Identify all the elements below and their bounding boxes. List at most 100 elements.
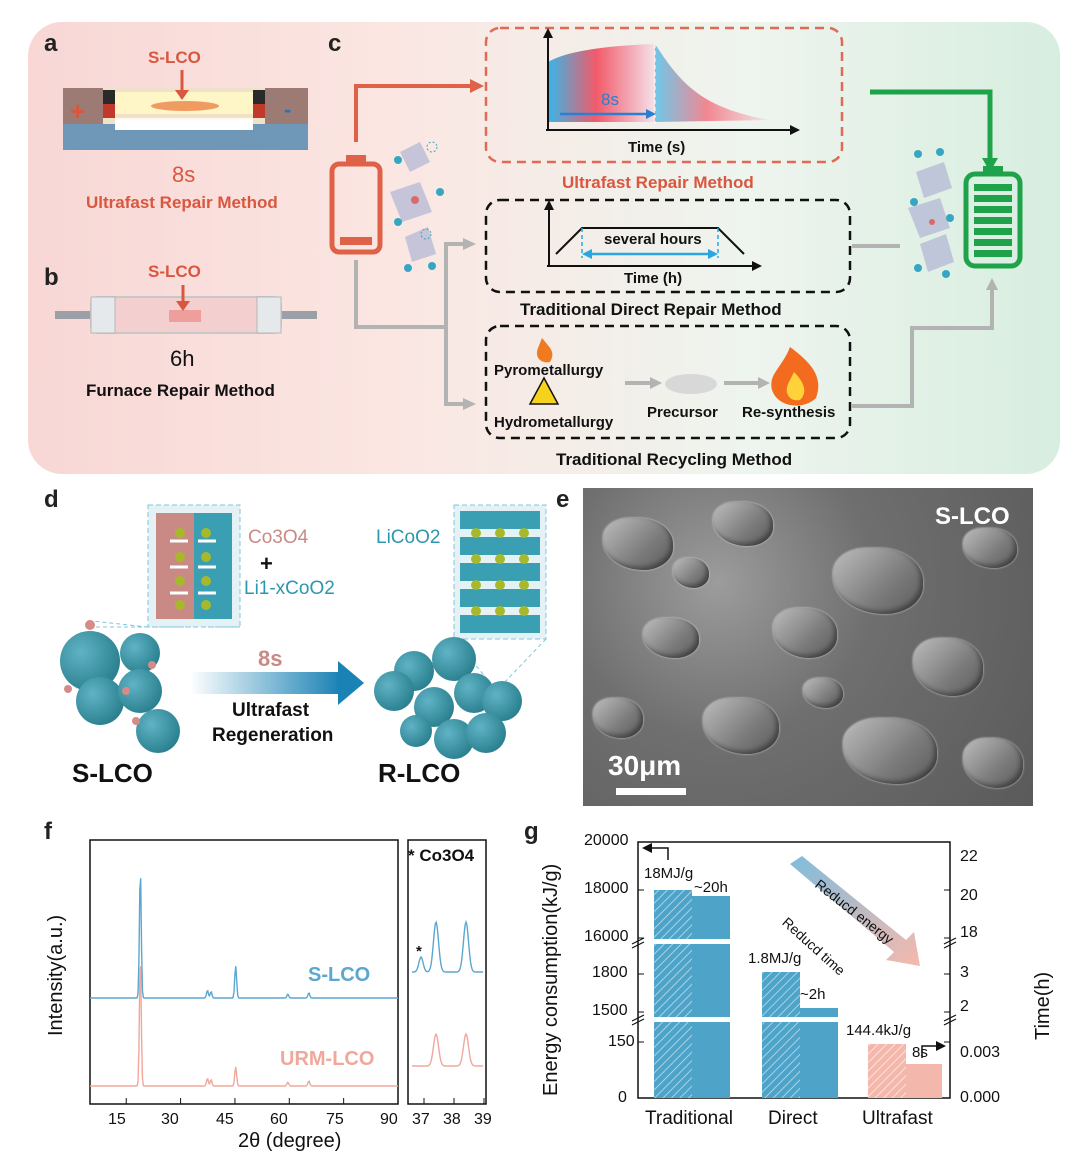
left-tick-1500: 1500 [592, 1002, 628, 1019]
legend-s-lco: S-LCO [308, 964, 371, 986]
ultrafast-title: Ultrafast Repair Method [562, 173, 754, 192]
hazard-icon [528, 376, 560, 405]
xrd-tick-60: 60 [270, 1111, 288, 1128]
energy-label-traditional: 18MJ/g [644, 865, 694, 882]
inset-legend-co3o4: * Co3O4 [408, 846, 475, 865]
recycling-title: Traditional Recycling Method [556, 450, 793, 469]
xrd-xlabel: 2θ (degree) [238, 1130, 342, 1152]
furnace-time: 6h [170, 346, 195, 371]
flame-icon [536, 338, 553, 363]
ultrafast-device-diagram [63, 70, 308, 150]
panel-label-f: f [44, 818, 52, 845]
right-tick-20: 20 [960, 887, 978, 904]
furnace-method-label: Furnace Repair Method [86, 381, 275, 400]
energy-ylabel: Energy consumption(kJ/g) [540, 863, 562, 1096]
panel-label-b: b [44, 264, 59, 291]
left-tick-20000: 20000 [584, 832, 629, 849]
xrd-tick-45: 45 [216, 1111, 234, 1128]
right-tick-0000: 0.000 [960, 1089, 1001, 1106]
several-hours-label: several hours [604, 231, 702, 248]
xrd-tick-90: 90 [380, 1111, 398, 1128]
right-tick-2: 2 [960, 998, 969, 1015]
right-tick-18: 18 [960, 924, 978, 941]
energy-time-chart [631, 841, 957, 1099]
category-traditional: Traditional [645, 1108, 734, 1129]
category-direct: Direct [768, 1108, 818, 1129]
time-ylabel: Time(h) [1032, 971, 1054, 1040]
bar-energy-ultrafast [868, 1044, 906, 1098]
li-coo2-label: Li1-xCoO2 [244, 578, 335, 599]
regeneration-label-1: Ultrafast [232, 700, 310, 721]
xrd-main-frame [89, 839, 399, 1105]
legend-urm-lco: URM-LCO [280, 1048, 375, 1070]
xrd-tick-marks [125, 1098, 485, 1104]
energy-tick-marks [638, 841, 950, 1099]
sample-label-a: S-LCO [148, 48, 201, 67]
panel-label-c: c [328, 30, 342, 57]
left-tick-0: 0 [618, 1089, 627, 1106]
sample-label-b: S-LCO [148, 262, 201, 281]
hydrometallurgy-label: Hydrometallurgy [494, 414, 614, 431]
panel-label-d: d [44, 486, 59, 513]
xrd-inset-frame [407, 839, 487, 1105]
right-tick-3: 3 [960, 964, 969, 981]
regeneration-schematic [60, 504, 547, 759]
inset-line-urm-lco [412, 1032, 484, 1067]
right-tick-0003: 0.003 [960, 1044, 1001, 1061]
series-line-urm-lco [90, 966, 398, 1087]
left-tick-150: 150 [608, 1033, 635, 1050]
energy-label-direct: 1.8MJ/g [748, 950, 802, 967]
panel-label-e: e [556, 486, 570, 513]
panel-label-g: g [524, 818, 539, 845]
time-label-direct: ~2h [800, 986, 826, 1003]
phase-plus: + [260, 551, 273, 576]
pyrometallurgy-label: Pyrometallurgy [494, 362, 604, 379]
bar-time-ultrafast [906, 1064, 942, 1098]
scale-bar-label: 30μm [608, 750, 682, 781]
xrd-tick-75: 75 [326, 1111, 344, 1128]
energy-label-ultrafast: 144.4kJ/g [846, 1022, 912, 1039]
powder-icon [665, 374, 717, 394]
series-line-s-lco [90, 878, 398, 999]
time-label-ultrafast: 8s [912, 1044, 928, 1061]
licoo2-label: LiCoO2 [376, 527, 441, 548]
panel-label-a: a [44, 30, 58, 57]
s-lco-label: S-LCO [72, 758, 153, 788]
repair-methods-flowchart [329, 26, 1023, 440]
xrd-tick-15: 15 [108, 1111, 126, 1128]
sem-sample-label: S-LCO [935, 503, 1010, 530]
minus-sign: - [284, 97, 292, 122]
regeneration-label-2: Regeneration [212, 725, 334, 746]
bar-time-direct [800, 1008, 838, 1098]
bar-time-traditional [692, 896, 730, 1098]
ultrafast-method-label: Ultrafast Repair Method [86, 193, 278, 212]
xrd-tick-30: 30 [161, 1111, 179, 1128]
xrd-chart [89, 839, 487, 1105]
crystal-structure-left [390, 141, 444, 272]
co3o4-peak-star: * [416, 943, 422, 960]
r-lco-label: R-LCO [378, 758, 461, 788]
right-tick-22: 22 [960, 848, 978, 865]
precursor-label: Precursor [647, 404, 718, 421]
direct-xlabel: Time (h) [624, 270, 683, 287]
direct-title: Traditional Direct Repair Method [520, 300, 782, 319]
crystal-structure-right [908, 148, 954, 278]
inset-line-s-lco [412, 919, 484, 973]
regeneration-time: 8s [258, 646, 283, 671]
scale-bar [616, 788, 686, 795]
inset-tick-37: 37 [412, 1111, 430, 1128]
time-label-traditional: ~20h [694, 879, 728, 896]
bar-energy-direct [762, 972, 800, 1098]
heat-time-label: 8s [601, 90, 619, 109]
ultrafast-time: 8s [172, 162, 196, 187]
xrd-ylabel: Intensity(a.u.) [45, 914, 67, 1036]
left-tick-16000: 16000 [584, 928, 629, 945]
category-ultrafast: Ultrafast [862, 1108, 933, 1129]
furnace-tube-diagram [55, 285, 317, 334]
plus-sign: + [70, 96, 86, 126]
bar-energy-traditional [654, 890, 692, 1098]
co3o4-label: Co3O4 [248, 527, 309, 548]
sem-micrograph [583, 488, 1033, 806]
left-tick-1800: 1800 [592, 964, 628, 981]
inset-tick-38: 38 [443, 1111, 461, 1128]
